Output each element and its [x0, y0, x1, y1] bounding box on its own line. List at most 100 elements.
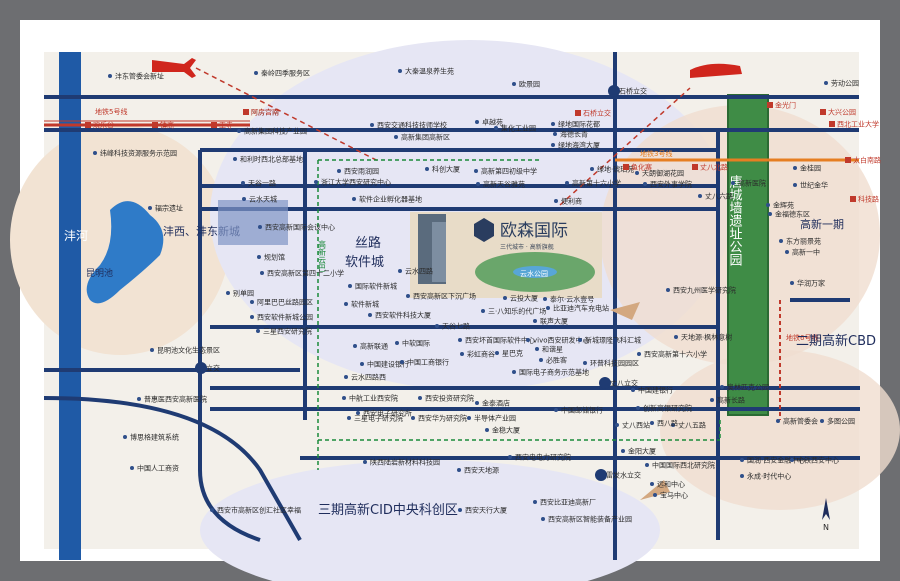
landmark[interactable]: 高新长路: [710, 396, 745, 405]
landmark[interactable]: 中航工业西安院: [342, 394, 398, 403]
landmark[interactable]: 辐宗遗址: [148, 204, 183, 213]
landmark[interactable]: 天谷一路: [241, 179, 276, 188]
landmark[interactable]: 昆明池文化生态景区: [150, 346, 220, 355]
landmark[interactable]: 西安高新区下沉广场: [406, 292, 476, 301]
landmark[interactable]: 中国建银行: [631, 386, 673, 395]
landmark[interactable]: 别单园: [226, 289, 254, 298]
landmark[interactable]: 绿地海湾大厦: [551, 141, 600, 150]
landmark[interactable]: 比亚迪汽车充电站: [546, 304, 609, 313]
landmark[interactable]: 西安市高新区创汇社区幸福: [210, 506, 301, 515]
landmark[interactable]: 劳动公园: [824, 79, 859, 88]
landmark[interactable]: 环普科技园园区: [583, 359, 639, 368]
landmark[interactable]: 西安电子研究所: [356, 409, 412, 418]
landmark[interactable]: 华润万家: [790, 279, 825, 288]
landmark[interactable]: 中国人工商资: [130, 464, 179, 473]
metro-station[interactable]: 欢乐谷: [85, 121, 114, 130]
landmark[interactable]: 卓越苑: [475, 118, 503, 127]
metro-station[interactable]: 西北工业大学: [829, 120, 879, 129]
landmark[interactable]: 西安高新区第四十二小学: [260, 269, 344, 278]
landmark[interactable]: 西安九州医学研究院: [666, 286, 736, 295]
landmark[interactable]: 中国邮储银行: [554, 406, 603, 415]
landmark[interactable]: 金泰酒店: [475, 399, 510, 408]
landmark[interactable]: 高新管委会: [776, 417, 818, 426]
landmark[interactable]: 三星电子研究院: [347, 414, 403, 423]
landmark[interactable]: 世纪金华: [793, 181, 828, 190]
landmark[interactable]: 便利商: [554, 197, 582, 206]
landmark[interactable]: 西安高新区智能装备产业园: [541, 515, 632, 524]
metro-station[interactable]: 大兴公园: [820, 108, 856, 117]
metro-station[interactable]: 石桥立交: [575, 109, 611, 118]
landmark[interactable]: 沣东管委会新址: [108, 72, 164, 81]
landmark[interactable]: 高新第四初级中学: [474, 167, 537, 176]
landmark[interactable]: 中国国际西北研究院: [645, 461, 715, 470]
landmark[interactable]: 陕西陆岩新材料科技园: [363, 458, 440, 467]
landmark[interactable]: 多图公园: [820, 417, 855, 426]
landmark[interactable]: 海德长青: [553, 130, 588, 139]
landmark[interactable]: 宝马中心: [653, 491, 688, 500]
landmark[interactable]: 博思格建筑系统: [123, 433, 179, 442]
landmark[interactable]: 云水四路: [398, 267, 433, 276]
landmark[interactable]: 软件企业孵化器基地: [352, 195, 422, 204]
metro-station[interactable]: 鱼化寨: [623, 163, 652, 172]
landmark[interactable]: 金辉苑: [766, 201, 794, 210]
landmark[interactable]: 三·八知乐的代广场: [481, 307, 546, 316]
landmark[interactable]: 绿地国际花都: [551, 120, 600, 129]
landmark[interactable]: 和谐星: [535, 345, 563, 354]
landmark[interactable]: 中国工商银行: [400, 358, 449, 367]
landmark[interactable]: 奥林匹克公园: [720, 383, 769, 392]
landmark[interactable]: 西安交通科技技师学校: [370, 121, 447, 130]
landmark[interactable]: 云投大厦: [503, 294, 538, 303]
interchange[interactable]: 立交: [195, 362, 220, 374]
landmark[interactable]: 云水四路西: [344, 373, 386, 382]
landmark[interactable]: 远和中心: [650, 480, 685, 489]
landmark[interactable]: 西安雨润园: [337, 167, 379, 176]
landmark[interactable]: 高新集团高新区: [394, 133, 450, 142]
landmark[interactable]: 和利时西北总部基地: [233, 155, 303, 164]
landmark[interactable]: 永成·时代中心: [740, 472, 791, 481]
landmark[interactable]: 西安电电力研究院: [508, 453, 571, 462]
landmark[interactable]: 三星西安研究院: [256, 327, 312, 336]
landmark[interactable]: 丈八西站: [615, 421, 650, 430]
landmark[interactable]: 国润·西安金融中心: [740, 456, 805, 465]
landmark[interactable]: 阿里巴巴丝路园区: [250, 298, 313, 307]
landmark[interactable]: 普惠医西安高新医院: [137, 395, 207, 404]
landmark[interactable]: 联声大厦: [533, 317, 568, 326]
landmark[interactable]: 金阳大厦: [621, 447, 656, 456]
landmark[interactable]: 东方丽景苑: [779, 237, 821, 246]
landmark[interactable]: 西安高新第十六小学: [637, 350, 707, 359]
metro-station[interactable]: 太白南路: [845, 156, 881, 165]
landmark[interactable]: 大秦温泉养生苑: [398, 67, 454, 76]
landmark[interactable]: 浙江大学西安研究中心: [314, 178, 391, 187]
landmark[interactable]: 高新天谷雅苑: [476, 180, 525, 189]
metro-station[interactable]: 阿房宫南: [243, 108, 279, 117]
landmark[interactable]: 中铁西安中心: [790, 456, 839, 465]
interchange[interactable]: 石桥立交: [608, 85, 647, 97]
landmark[interactable]: 西安天地源: [457, 466, 499, 475]
metro-station[interactable]: 金光门: [767, 101, 796, 110]
landmark[interactable]: 西安天行大厦: [458, 506, 507, 515]
landmark[interactable]: 西安坏首国际软件中心: [458, 336, 535, 345]
landmark[interactable]: 西安投资研究院: [418, 394, 474, 403]
landmark[interactable]: 规划馆: [257, 253, 285, 262]
landmark[interactable]: 秦岭四季服务区: [254, 69, 310, 78]
landmark[interactable]: 高新医院: [731, 179, 766, 188]
landmark[interactable]: 西安外事学院: [643, 180, 692, 189]
landmark[interactable]: 欧景园: [512, 80, 540, 89]
landmark[interactable]: 星巴克: [495, 350, 523, 358]
landmark[interactable]: 国际电子商务示范基地: [512, 368, 589, 377]
landmark[interactable]: 天地源·枫林意树: [674, 333, 732, 342]
metro-station[interactable]: 王寺: [211, 122, 233, 130]
landmark[interactable]: 西安比亚迪高新厂: [533, 498, 596, 507]
landmark[interactable]: 高新集团科技产业园: [237, 127, 307, 136]
landmark[interactable]: 纬峰科技资源服务示范园: [93, 149, 177, 158]
metro-station[interactable]: 丈八北路: [692, 163, 728, 172]
landmark[interactable]: 中国建设银行: [360, 360, 409, 369]
interchange[interactable]: 丈八立交: [599, 377, 638, 389]
landmark[interactable]: 丈八五路: [671, 421, 706, 430]
landmark[interactable]: 高新第十六小学: [565, 179, 621, 188]
landmark[interactable]: vivo西安研发中心: [526, 336, 590, 345]
landmark[interactable]: 西安高新国际会议中心: [258, 223, 335, 232]
landmark[interactable]: 软件新城: [344, 300, 379, 309]
landmark[interactable]: 必胜客: [539, 356, 567, 365]
